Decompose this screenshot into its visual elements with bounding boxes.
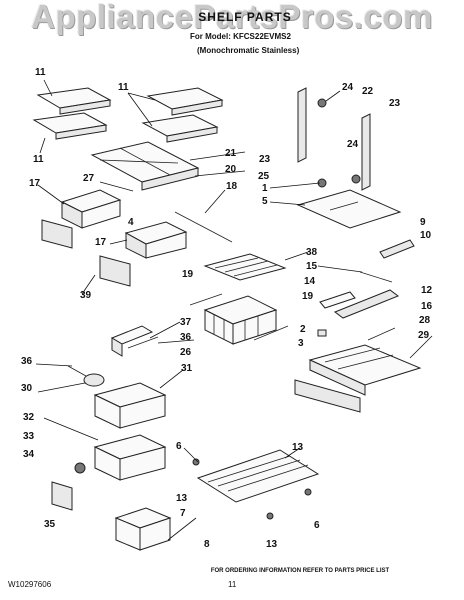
- part-31-ice-bin: [93, 382, 167, 429]
- callout-25: 25: [258, 171, 270, 182]
- callout-39: 39: [80, 290, 92, 301]
- callout-36: 36: [21, 356, 33, 367]
- callout-16: 16: [421, 301, 433, 312]
- callout-32: 32: [23, 412, 35, 423]
- callout-23: 23: [389, 98, 401, 109]
- part-2-clip: [317, 329, 327, 337]
- part-26-wire-basket: [203, 295, 278, 345]
- callout-36: 36: [180, 332, 192, 343]
- callout-12: 12: [421, 285, 433, 296]
- model-variant: (Monochromatic Stainless): [197, 46, 300, 55]
- callout-15: 15: [306, 261, 318, 272]
- callout-13: 13: [292, 442, 304, 453]
- part-7-wire-shelf: [192, 449, 320, 520]
- part-38-wire-shelf: [203, 253, 287, 281]
- callout-7: 7: [180, 508, 186, 519]
- part-18-rod: [174, 211, 233, 243]
- callout-17: 17: [29, 178, 41, 189]
- part-11-left-trays: [32, 87, 112, 140]
- callout-20: 20: [225, 164, 237, 175]
- callout-17: 17: [95, 237, 107, 248]
- part-11-right-trays: [141, 87, 224, 143]
- part-29-deli-drawer: [308, 344, 422, 396]
- callout-9: 9: [420, 217, 426, 228]
- callout-1: 1: [262, 183, 268, 194]
- callout-38: 38: [306, 247, 318, 258]
- callout-3: 3: [298, 338, 304, 349]
- callout-24: 24: [347, 139, 359, 150]
- diagram-title: SHELF PARTS: [198, 10, 292, 24]
- callout-2: 2: [300, 324, 306, 335]
- callout-33: 33: [23, 431, 35, 442]
- document-number: W10297606: [8, 580, 52, 589]
- callout-6: 6: [314, 520, 320, 531]
- part-1-glass-shelf: [296, 189, 402, 229]
- callout-21: 21: [225, 148, 237, 159]
- callout-6: 6: [176, 441, 182, 452]
- callout-23: 23: [259, 154, 271, 165]
- part-17-drawer-lower: [124, 221, 188, 259]
- callout-11: 11: [118, 82, 129, 93]
- part-9-10-bracket: [379, 239, 415, 259]
- part-30-ice-scoop: [67, 365, 105, 387]
- callout-34: 34: [23, 449, 35, 460]
- page-number: 11: [228, 580, 237, 589]
- part-21-crisper-cover: [90, 141, 200, 191]
- callout-35: 35: [44, 519, 56, 530]
- part-39-drawer-fronts: [41, 219, 131, 287]
- part-17-drawer-upper: [60, 189, 122, 229]
- callout-14: 14: [304, 276, 316, 287]
- callout-11: 11: [35, 67, 46, 78]
- part-8-bin: [114, 507, 172, 551]
- callout-29: 29: [418, 330, 430, 341]
- model-number: For Model: KFCS22EVMS2: [190, 32, 291, 41]
- part-37-divider: [110, 325, 159, 357]
- callout-27: 27: [83, 173, 95, 184]
- part-35-cover: [51, 481, 73, 511]
- callout-18: 18: [226, 181, 238, 192]
- callout-37: 37: [180, 317, 192, 328]
- callout-30: 30: [21, 383, 33, 394]
- callout-19: 19: [182, 269, 194, 280]
- part-19-rail-right: [253, 325, 289, 341]
- part-32-ice-tray: [74, 434, 167, 481]
- callout-19: 19: [302, 291, 314, 302]
- part-19-rail-left: [189, 293, 223, 306]
- part-3-drawer-front: [294, 379, 361, 413]
- callout-31: 31: [181, 363, 193, 374]
- callout-22: 22: [362, 86, 374, 97]
- callout-11: 11: [33, 154, 44, 165]
- callout-10: 10: [420, 230, 432, 241]
- watermark: AppliancePartsPros.com: [31, 0, 433, 35]
- callout-13: 13: [176, 493, 188, 504]
- leader-lines: [35, 79, 433, 541]
- part-16-slide-assembly: [319, 271, 400, 319]
- callout-13: 13: [266, 539, 278, 550]
- callout-4: 4: [128, 217, 134, 228]
- ordering-note: FOR ORDERING INFORMATION REFER TO PARTS …: [210, 568, 390, 574]
- callout-28: 28: [419, 315, 431, 326]
- callout-24: 24: [342, 82, 354, 93]
- part-28-rod: [367, 327, 396, 341]
- callout-26: 26: [180, 347, 192, 358]
- part-22-23-rails: [297, 87, 371, 191]
- callout-8: 8: [204, 539, 210, 550]
- callout-5: 5: [262, 196, 268, 207]
